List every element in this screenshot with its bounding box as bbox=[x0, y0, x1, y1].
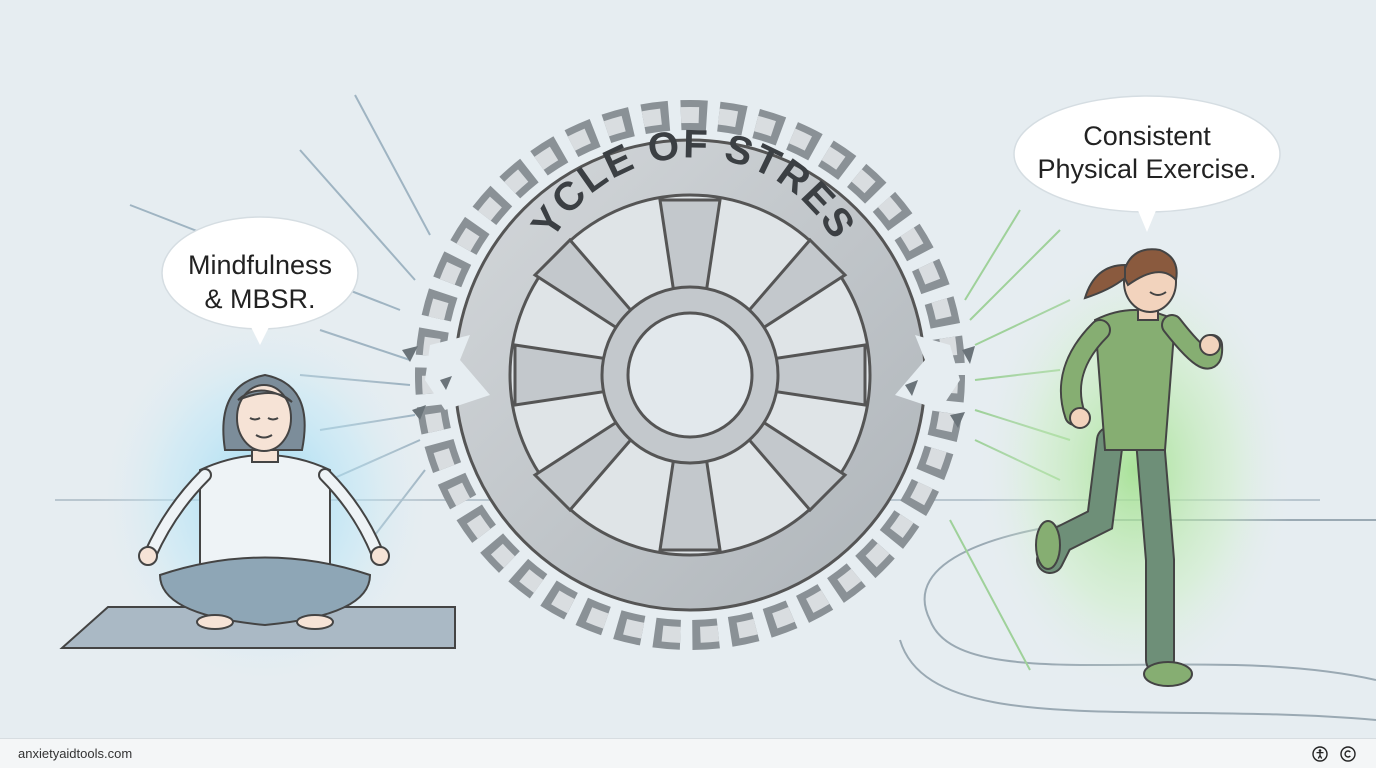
exercise-label-line2: Physical Exercise. bbox=[1037, 154, 1256, 184]
exercise-label-line1: Consistent bbox=[1083, 121, 1211, 151]
meditating-woman bbox=[59, 373, 456, 649]
stress-cycle-illustration: Mindfulness & MBSR. bbox=[0, 0, 1376, 721]
mindfulness-label-line1: Mindfulness bbox=[188, 250, 332, 280]
mindfulness-label-line2: & MBSR. bbox=[204, 284, 315, 314]
running-path-edge bbox=[899, 639, 1376, 721]
copyright-icon[interactable] bbox=[1340, 746, 1356, 762]
running-woman bbox=[1035, 248, 1224, 687]
gear-hub-hole bbox=[626, 311, 754, 439]
footer-bar: anxietyaidtools.com bbox=[0, 738, 1376, 768]
site-name-link[interactable]: anxietyaidtools.com bbox=[18, 746, 133, 761]
mindfulness-bubble: Mindfulness & MBSR. bbox=[161, 216, 359, 345]
left-break bbox=[425, 335, 490, 410]
gear-fragments bbox=[402, 346, 975, 428]
exercise-bubble: Consistent Physical Exercise. bbox=[1013, 95, 1281, 232]
accessibility-icon[interactable] bbox=[1312, 746, 1328, 762]
yoga-mat bbox=[59, 606, 456, 649]
gear-spokes bbox=[513, 198, 867, 552]
